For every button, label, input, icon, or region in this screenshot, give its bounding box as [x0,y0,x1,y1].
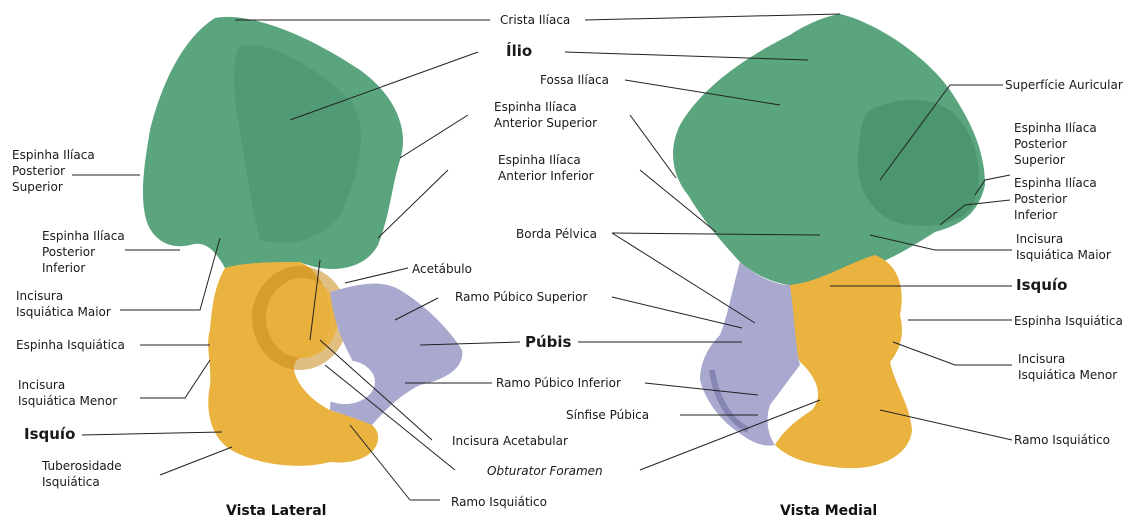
label-right-espinha-posterior-superior: Espinha Ilíaca Posterior Superior [1014,120,1097,168]
medial-view-bone [673,14,985,468]
label-right-espinha-posterior-inferior: Espinha Ilíaca Posterior Inferior [1014,175,1097,223]
label-right-incisura-isquiatica-maior: Incisura Isquiática Maior [1016,231,1111,263]
lateral-pubis [330,284,462,425]
caption-vista-medial: Vista Medial [780,503,877,519]
label-ramo-isquiatico-center: Ramo Isquiático [451,494,547,510]
label-ramo-pubico-inferior: Ramo Púbico Inferior [496,375,621,391]
label-left-isquio: Isquío [24,425,75,443]
medial-pubis [700,262,800,446]
label-left-espinha-posterior-inferior: Espinha Ilíaca Posterior Inferior [42,228,125,276]
label-borda-pelvica: Borda Pélvica [516,226,597,242]
caption-vista-lateral: Vista Lateral [226,503,326,519]
label-left-incisura-isquiatica-menor: Incisura Isquiática Menor [18,377,117,409]
label-acetabulo: Acetábulo [412,261,472,277]
label-right-isquio: Isquío [1016,276,1067,294]
label-espinha-anterior-superior: Espinha Ilíaca Anterior Superior [494,99,597,131]
label-left-espinha-posterior-superior: Espinha Ilíaca Posterior Superior [12,147,95,195]
label-superficie-auricular: Superfície Auricular [1005,77,1123,93]
label-ilio: Ílio [506,42,532,60]
label-right-espinha-isquiatica: Espinha Isquiática [1014,313,1123,329]
label-obturator-foramen: Obturator Foramen [487,463,603,479]
label-right-ramo-isquiatico: Ramo Isquiático [1014,432,1110,448]
lateral-obturator-foramen [315,360,375,404]
label-left-espinha-isquiatica: Espinha Isquiática [16,337,125,353]
label-left-tuberosidade-isquiatica: Tuberosidade Isquiática [42,458,122,490]
lateral-view-bone [143,17,462,466]
label-ramo-pubico-superior: Ramo Púbico Superior [455,289,587,305]
label-crista-iliaca: Crista Ilíaca [500,12,570,28]
label-fossa-iliaca: Fossa Ilíaca [540,72,609,88]
label-right-incisura-isquiatica-menor: Incisura Isquiática Menor [1018,351,1117,383]
label-left-incisura-isquiatica-maior: Incisura Isquiática Maior [16,288,111,320]
label-pubis: Púbis [525,333,571,351]
label-espinha-anterior-inferior: Espinha Ilíaca Anterior Inferior [498,152,594,184]
label-sinfise-pubica: Sínfise Púbica [566,407,649,423]
label-incisura-acetabular: Incisura Acetabular [452,433,568,449]
